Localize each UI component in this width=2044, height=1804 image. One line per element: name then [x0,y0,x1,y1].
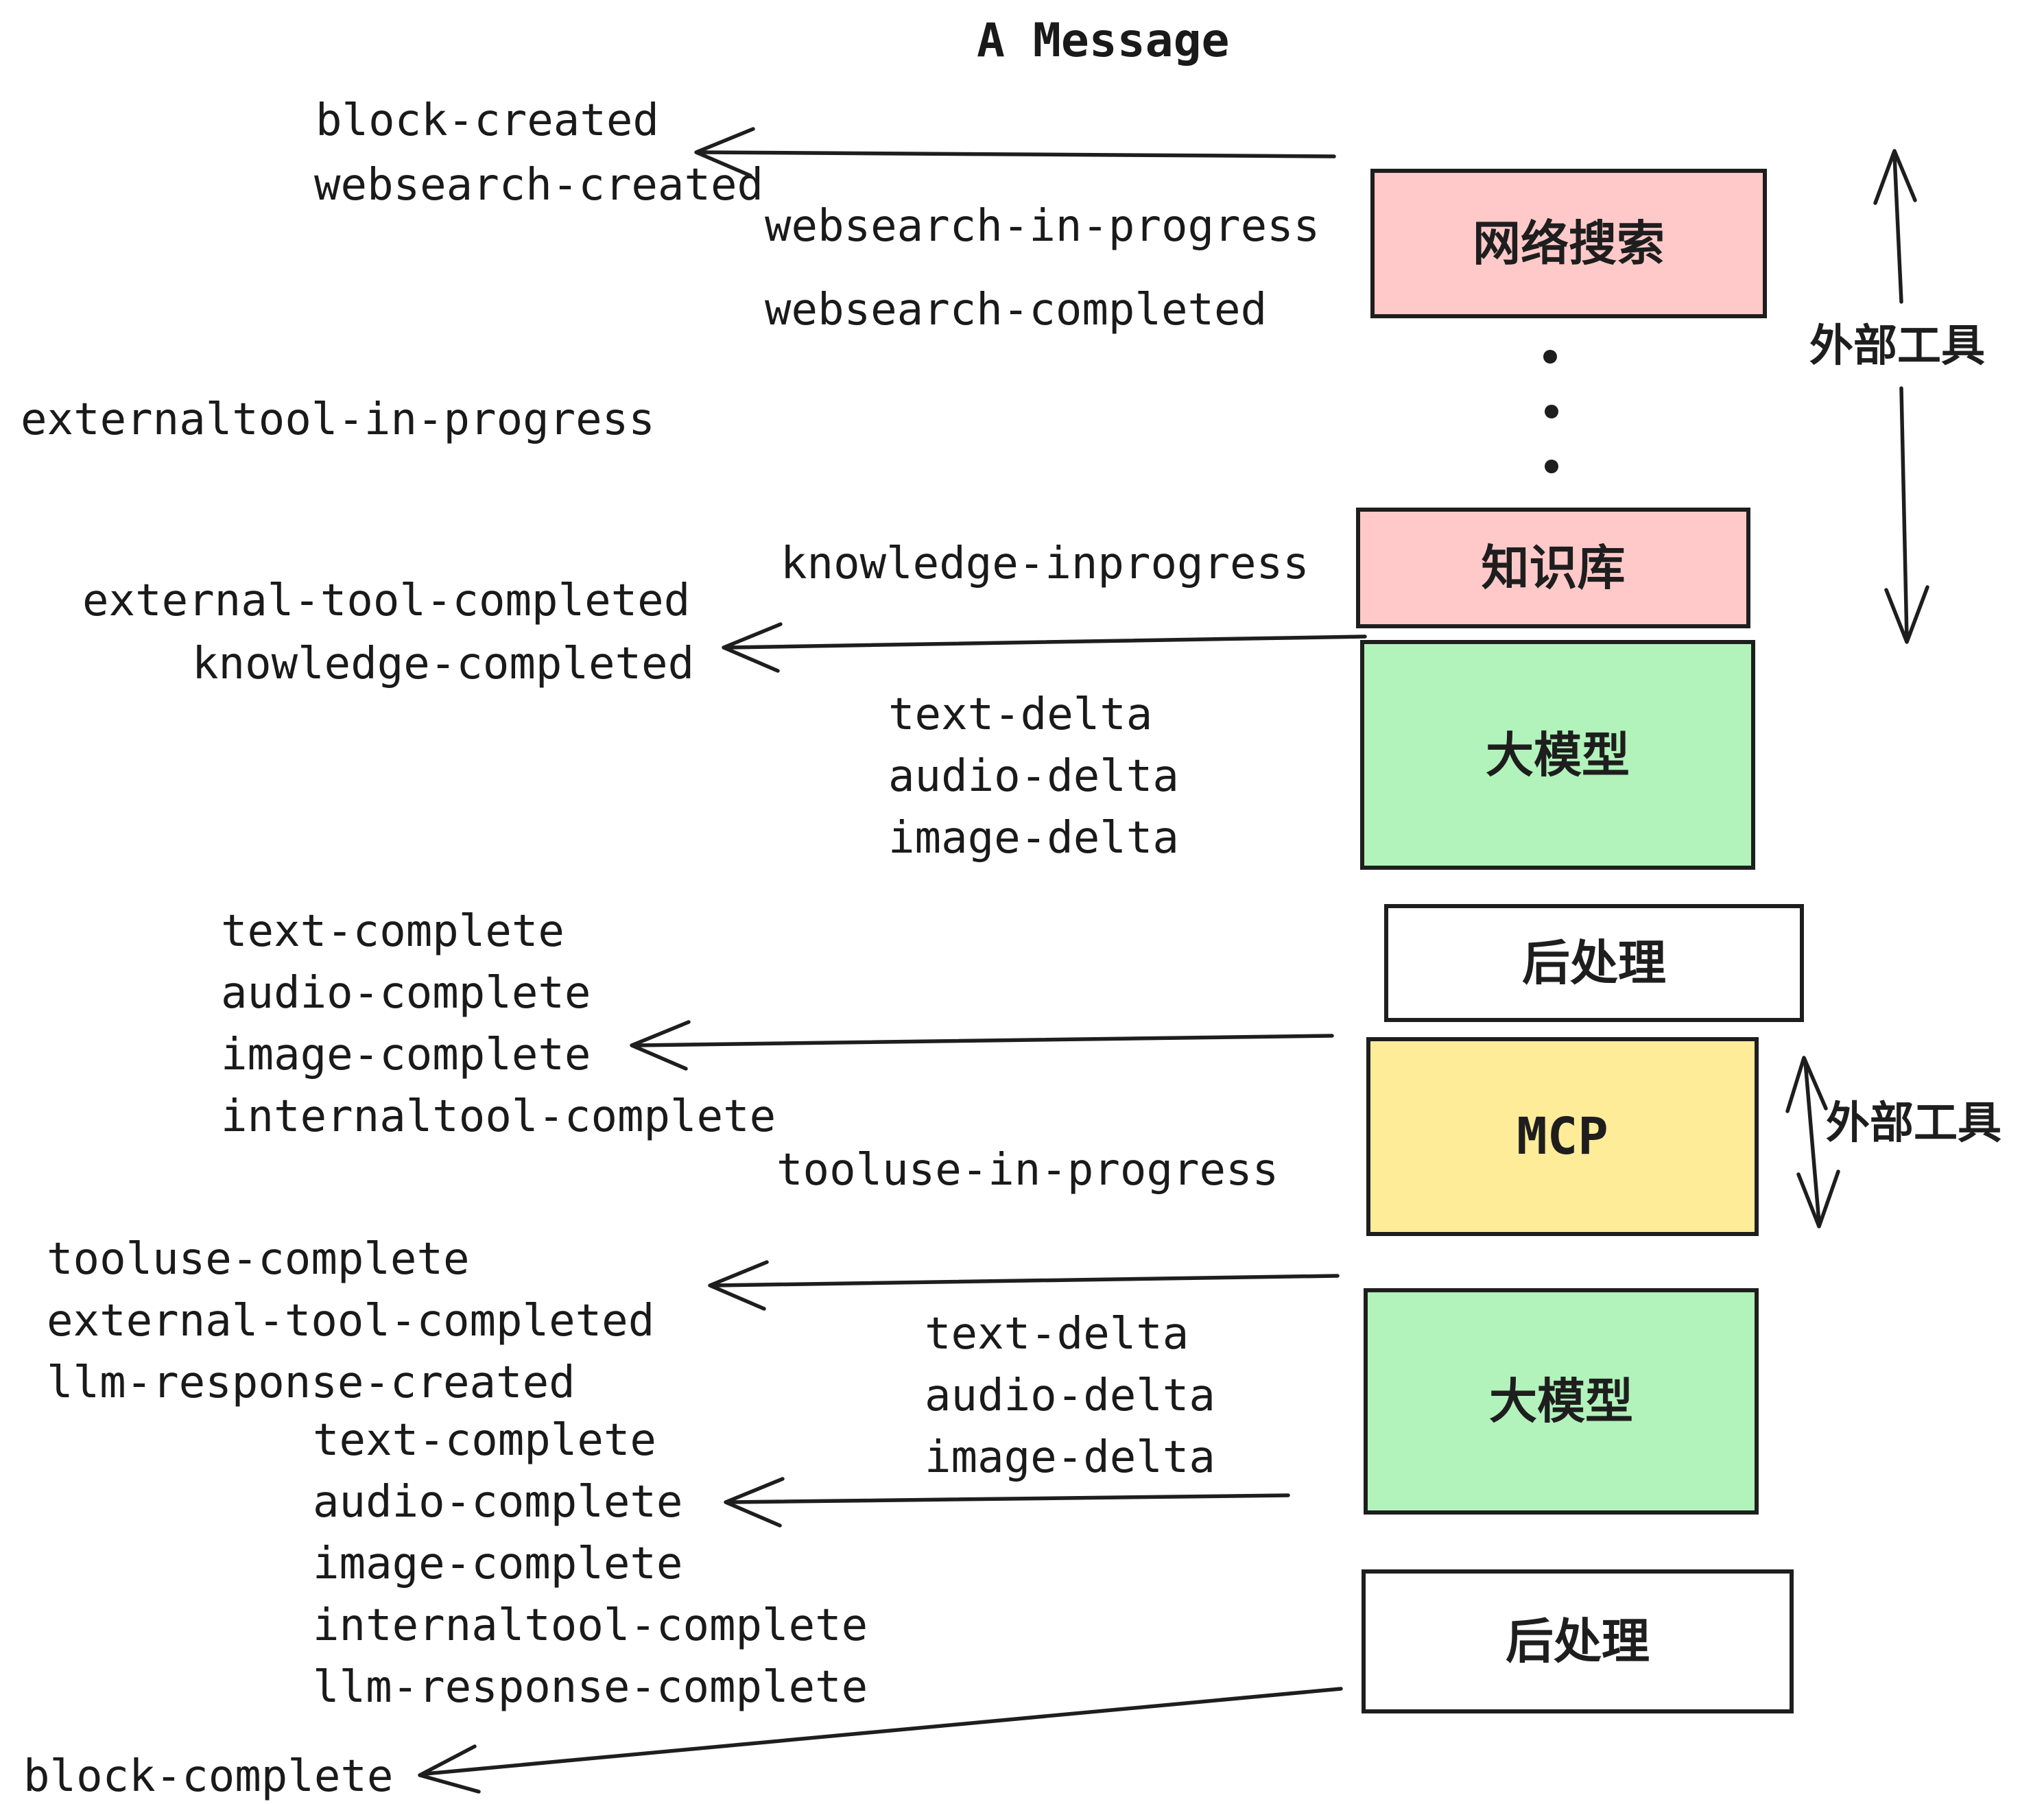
event-external-tool-completed-2: external-tool-completed [47,1296,655,1346]
arrow-to-tooluse-complete-icon [708,1260,1340,1311]
box-post-1-label: 后处理 [1522,935,1666,991]
arrow-to-audio-complete-icon [724,1477,1290,1528]
box-llm-2: 大模型 [1364,1288,1759,1515]
event-knowledge-inprogress: knowledge-inprogress [781,538,1309,589]
event-text-delta: text-delta [888,689,1153,740]
box-llm-1: 大模型 [1360,640,1755,870]
box-mcp-label: MCP [1517,1107,1608,1166]
event-block-created: block-created [316,95,659,146]
box-knowledge-label: 知识库 [1481,540,1626,596]
event-text-delta-2: text-delta [925,1309,1189,1360]
event-image-complete: image-complete [221,1030,591,1080]
double-arrow-external-tools-1-icon [1873,149,1929,644]
event-llm-response-complete: llm-response-complete [313,1662,868,1713]
diagram-title: A Message [977,14,1230,68]
event-image-delta: image-delta [888,813,1179,864]
box-websearch-label: 网络搜索 [1473,215,1665,272]
box-post-1: 后处理 [1384,904,1804,1022]
box-post-2-label: 后处理 [1506,1613,1650,1670]
event-external-tool-completed: external-tool-completed [82,575,691,626]
arrow-to-knowledge-completed-icon [722,622,1367,673]
event-audio-delta: audio-delta [888,751,1179,802]
side-label-external-tools-2: 外部工具 [1826,1098,2001,1149]
event-externaltool-in-progress: externaltool-in-progress [21,394,655,445]
ellipsis-dots-icon [1543,350,1558,473]
event-image-complete-2: image-complete [313,1539,683,1589]
event-internaltool-complete-2: internaltool-complete [313,1600,868,1651]
event-text-complete: text-complete [221,906,565,957]
event-websearch-completed: websearch-completed [765,285,1268,335]
event-block-complete: block-complete [23,1751,394,1802]
box-llm-1-label: 大模型 [1486,726,1630,783]
event-websearch-in-progress: websearch-in-progress [765,201,1320,252]
event-audio-complete-2: audio-complete [313,1477,683,1528]
event-llm-response-created: llm-response-created [47,1357,575,1408]
event-tooluse-complete: tooluse-complete [47,1234,470,1285]
box-llm-2-label: 大模型 [1489,1373,1633,1429]
event-audio-complete: audio-complete [221,968,591,1019]
box-mcp: MCP [1366,1037,1759,1236]
box-knowledge: 知识库 [1356,508,1750,628]
event-knowledge-completed: knowledge-completed [192,639,695,689]
arrow-to-websearch-created-icon [694,127,1336,178]
arrow-to-image-complete-icon [630,1020,1334,1071]
side-label-external-tools-1: 外部工具 [1809,321,1985,372]
event-tooluse-in-progress: tooluse-in-progress [776,1145,1279,1196]
box-post-2: 后处理 [1362,1569,1794,1713]
event-audio-delta-2: audio-delta [925,1370,1215,1421]
event-text-complete-2: text-complete [313,1415,656,1466]
event-websearch-created: websearch-created [314,160,764,211]
event-internaltool-complete: internaltool-complete [221,1091,776,1142]
event-image-delta-2: image-delta [925,1432,1215,1483]
box-websearch: 网络搜索 [1370,169,1767,318]
